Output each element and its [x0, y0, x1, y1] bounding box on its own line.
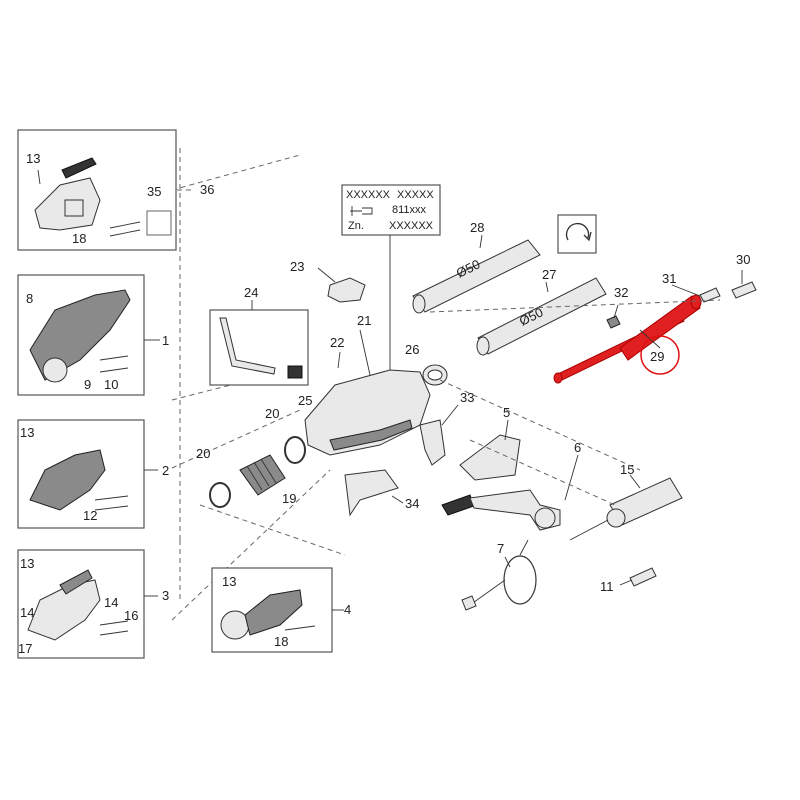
part-34-bracket [344, 469, 404, 517]
part-5-plate [459, 419, 521, 481]
inset-box-36[interactable] [17, 129, 177, 251]
label-9: 9 [84, 377, 91, 392]
part-23-bracket [317, 267, 366, 303]
label-10: 10 [104, 377, 118, 392]
label-8: 8 [26, 291, 33, 306]
part-31-spring [671, 284, 721, 303]
label-13: 13 [222, 574, 236, 589]
label-7: 7 [497, 541, 504, 556]
label-13: 13 [26, 151, 40, 166]
label-2: 2 [162, 463, 169, 478]
label-27: 27 [542, 267, 556, 282]
label-15: 15 [620, 462, 634, 477]
label-25: 25 [298, 393, 312, 408]
label-13: 13 [20, 556, 34, 571]
label-1: 1 [162, 333, 169, 348]
rotation-symbol-box [557, 214, 597, 254]
label-11: 11 [600, 579, 614, 594]
label-3: 3 [162, 588, 169, 603]
plate-row2-right: 811xxx [392, 204, 427, 216]
label-28: 28 [470, 220, 484, 235]
label-13: 13 [20, 425, 34, 440]
label-17: 17 [18, 641, 32, 656]
part-15-damper [569, 474, 683, 541]
left-assembly-frame [168, 148, 331, 621]
label-5: 5 [503, 405, 510, 420]
leader-22 [337, 351, 341, 369]
label-36: 36 [200, 182, 214, 197]
inset-box-2[interactable] [17, 419, 158, 529]
part-30-screw [731, 270, 757, 299]
label-31: 31 [662, 271, 676, 286]
part-33-lever [419, 404, 459, 466]
plate-row1-right: XXXXX [397, 189, 434, 201]
part-7-breakaway-cable [461, 539, 537, 611]
part-6-lever [441, 454, 579, 531]
label-20: 20 [196, 446, 210, 461]
label-35: 35 [147, 184, 161, 199]
label-12: 12 [83, 508, 97, 523]
part-29-push-rod[interactable] [553, 294, 702, 384]
part-19-bellows [239, 454, 286, 496]
part-35-rect [146, 210, 172, 236]
label-6: 6 [574, 440, 581, 455]
label-14: 14 [20, 605, 34, 620]
label-20: 20 [265, 406, 279, 421]
plate-row1-left: XXXXXX [346, 189, 391, 201]
inset-box-1[interactable] [17, 274, 160, 396]
part-11-bolt [619, 567, 657, 587]
label-16: 16 [124, 608, 138, 623]
label-26: 26 [405, 342, 419, 357]
label-33: 33 [460, 390, 474, 405]
label-29-highlighted: 29 [650, 349, 664, 364]
inset-box-4[interactable] [211, 567, 344, 653]
part-20-ring-lower [209, 482, 231, 508]
label-23: 23 [290, 259, 304, 274]
part-27-tube [476, 277, 607, 356]
part-28-tube [412, 234, 541, 314]
label-14: 14 [104, 595, 118, 610]
part-21-housing [304, 329, 431, 456]
label-19: 19 [282, 491, 296, 506]
assembly-dash-lines [199, 299, 721, 556]
label-18: 18 [72, 231, 86, 246]
label-34: 34 [405, 496, 419, 511]
part-20-ring-upper [284, 436, 306, 464]
label-30: 30 [736, 252, 750, 267]
label-32: 32 [614, 285, 628, 300]
highlight-circle [640, 335, 680, 375]
part-24-box [209, 300, 309, 386]
plate-row3-right: XXXXXX [389, 220, 434, 232]
inset-box-3[interactable] [17, 549, 158, 659]
label-21: 21 [357, 313, 371, 328]
label-4: 4 [344, 602, 351, 617]
label-18: 18 [274, 634, 288, 649]
part-32-nut [606, 304, 621, 329]
label-22: 22 [330, 335, 344, 350]
label-24: 24 [244, 285, 258, 300]
plate-row3-left: Zn. [348, 220, 364, 232]
type-label-plate [341, 184, 441, 380]
